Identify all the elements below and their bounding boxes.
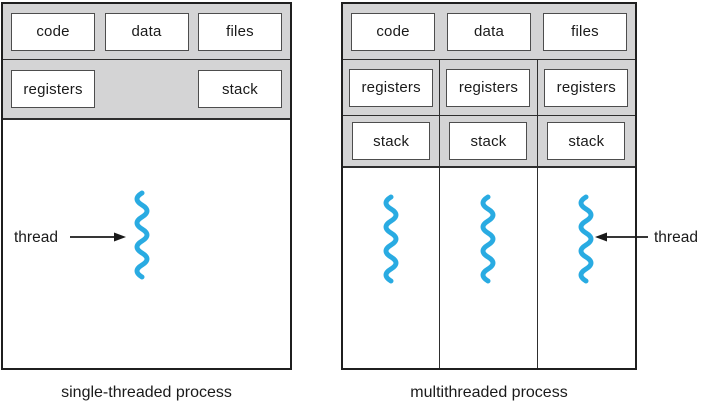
multithreaded-process-box: code data files registers registers regi… (341, 2, 637, 370)
thread-squiggle-icon (481, 194, 496, 284)
multithreaded-caption: multithreaded process (410, 384, 568, 401)
arrow-left-icon (595, 232, 648, 242)
process-resources-row: code data files (343, 4, 635, 60)
code-box: code (351, 12, 435, 51)
thread-squiggle-icon (578, 194, 594, 284)
arrow-right-icon (70, 232, 126, 242)
single-threaded-caption: single-threaded process (61, 384, 232, 401)
multithread-body (343, 168, 635, 368)
thread-column-1-stack-cell: stack (343, 116, 441, 166)
thread-label: thread (14, 229, 58, 246)
thread-squiggle-icon (134, 190, 150, 280)
files-box: files (198, 12, 282, 51)
stack-box: stack (547, 122, 626, 160)
thread-column-2-registers-cell: registers (440, 60, 538, 115)
thread-column-3-registers-cell: registers (538, 60, 635, 115)
code-box: code (11, 12, 95, 51)
stack-box: stack (449, 122, 528, 160)
single-thread-body (3, 120, 290, 368)
files-box: files (543, 12, 627, 51)
thread-column-1-body (343, 168, 441, 368)
thread-column-3-body (537, 168, 635, 368)
registers-box: registers (544, 68, 629, 107)
stack-box: stack (352, 122, 431, 160)
thread-label: thread (654, 229, 698, 246)
thread-column-2-body (440, 168, 538, 368)
registers-box: registers (11, 70, 95, 108)
thread-resources-row: registers stack (3, 60, 290, 120)
single-threaded-process-box: code data files registers stack (1, 2, 292, 370)
registers-box: registers (446, 68, 531, 107)
registers-row: registers registers registers (343, 60, 635, 116)
stack-row: stack stack stack (343, 116, 635, 168)
thread-column-2-stack-cell: stack (440, 116, 538, 166)
data-box: data (104, 12, 189, 51)
stack-box: stack (198, 70, 282, 108)
thread-column-3-stack-cell: stack (538, 116, 635, 166)
thread-column-1-registers-cell: registers (343, 60, 441, 115)
registers-box: registers (349, 68, 434, 107)
data-box: data (447, 12, 531, 51)
process-resources-row: code data files (3, 4, 290, 60)
thread-squiggle-icon (383, 194, 399, 284)
